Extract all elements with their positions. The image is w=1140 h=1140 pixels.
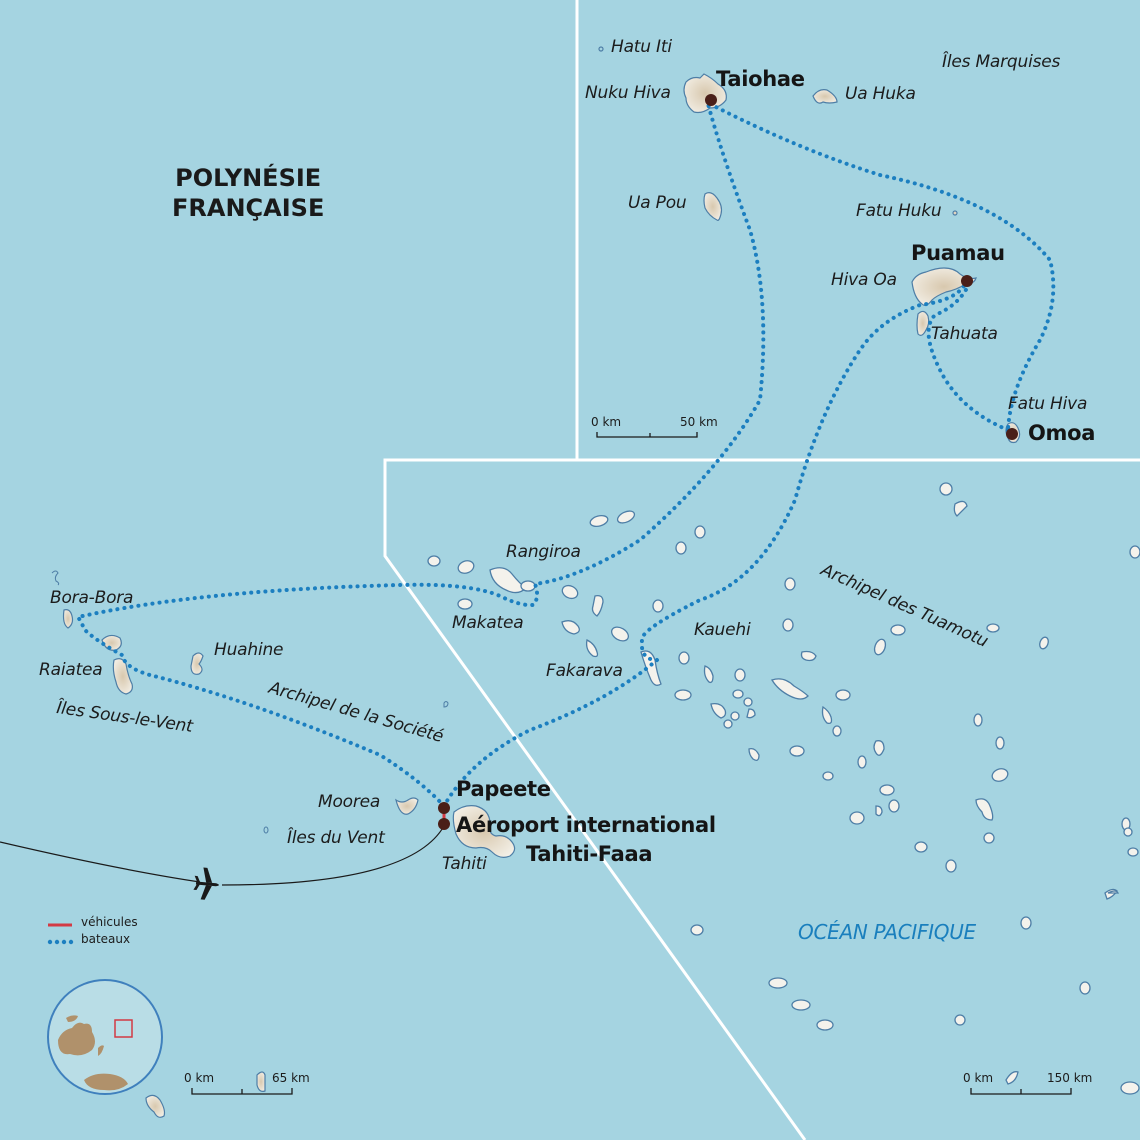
label-ocean-pacifique: OCÉAN PACIFIQUE (798, 920, 976, 944)
label-moorea: Moorea (318, 792, 381, 812)
scale-bars (191, 432, 1072, 1095)
label-raiatea: Raiatea (39, 660, 103, 680)
stop-papeete: Papeete (456, 777, 551, 801)
locator-highlight-box (114, 1019, 133, 1038)
scale-marquises-end: 50 km (680, 415, 718, 429)
scale-main-start: 0 km (184, 1071, 215, 1085)
label-huahine: Huahine (214, 640, 284, 660)
scale-main-end: 65 km (272, 1071, 310, 1085)
label-ua-huka: Ua Huka (845, 84, 916, 104)
label-iles-marquises: Îles Marquises (942, 52, 1061, 72)
scale-marquises-start: 0 km (591, 415, 622, 429)
label-fatu-hiva: Fatu Hiva (1008, 394, 1088, 414)
label-kauehi: Kauehi (694, 620, 751, 640)
label-fatu-huku: Fatu Huku (856, 201, 942, 221)
stop-airport-line2: Tahiti-Faaa (526, 842, 653, 866)
label-tahuata: Tahuata (931, 324, 998, 344)
inset-frames (383, 0, 1140, 1140)
atolls (427, 482, 1140, 1095)
label-iles-du-vent: Îles du Vent (287, 828, 385, 848)
label-hiva-oa: Hiva Oa (831, 270, 897, 290)
label-tahiti: Tahiti (442, 854, 487, 874)
flight-path (0, 825, 445, 886)
stop-taiohae: Taiohae (716, 67, 805, 91)
scale-tuamotu-end: 150 km (1047, 1071, 1093, 1085)
legend-boats-label: bateaux (81, 932, 131, 946)
map-title-line2: FRANÇAISE (172, 194, 325, 222)
map-title-line1: POLYNÉSIE (175, 164, 322, 192)
small-reefs (51, 570, 449, 834)
label-hatu-iti: Hatu Iti (611, 37, 672, 57)
label-rangiroa: Rangiroa (506, 542, 581, 562)
label-makatea: Makatea (452, 613, 524, 633)
label-bora-bora: Bora-Bora (50, 588, 134, 608)
label-nuku-hiva: Nuku Hiva (585, 83, 671, 103)
locator-globe (47, 979, 163, 1095)
label-fakarava: Fakarava (546, 661, 623, 681)
map-title: POLYNÉSIE FRANÇAISE (172, 163, 324, 223)
scale-tuamotu-start: 0 km (963, 1071, 994, 1085)
label-ua-pou: Ua Pou (628, 193, 687, 213)
boat-routes (74, 98, 1056, 808)
airplane-icon (193, 867, 219, 900)
stop-omoa: Omoa (1028, 421, 1096, 445)
stop-markers (438, 94, 1018, 830)
legend-boat-dots-icon (47, 939, 74, 945)
stop-puamau: Puamau (911, 241, 1005, 265)
legend-vehicles-label: véhicules (81, 915, 138, 929)
stop-airport-line1: Aéroport international (456, 813, 716, 837)
